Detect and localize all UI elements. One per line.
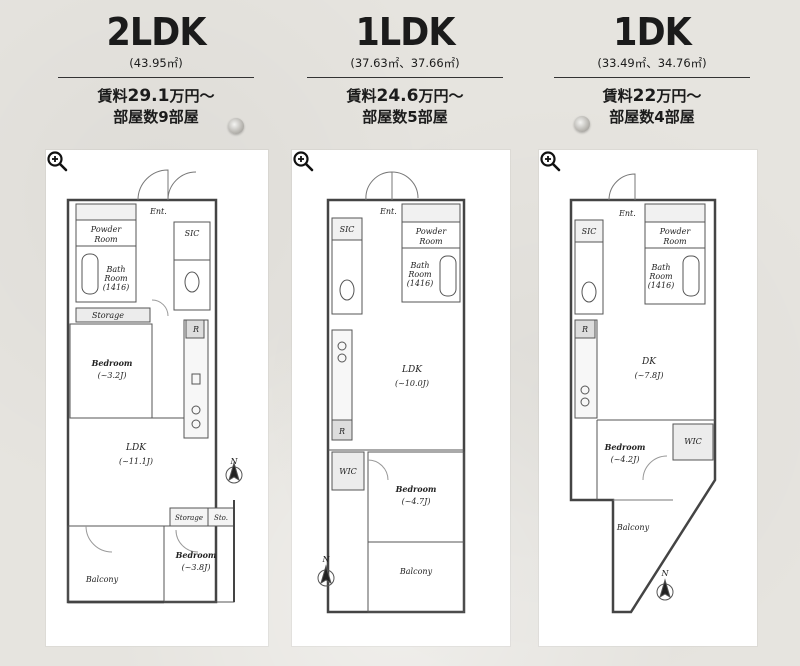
plan-area: (43.95㎡) [129, 56, 183, 70]
plan-room-count: 部屋数9部屋 [113, 108, 199, 126]
room-label: (~11.1J) [119, 457, 153, 466]
north-arrow-icon [656, 578, 674, 601]
plan-room-count: 部屋数5部屋 [362, 108, 448, 126]
room-label: Bedroom [175, 550, 217, 560]
plan-header-2ldk: 2LDK (43.95㎡) 賃料29.1万円～ 部屋数9部屋 [36, 0, 276, 128]
floorplan-1ldk: Ent. SIC Powder Room Bath Room (1416) LD… [317, 171, 466, 614]
floorplan-card-1ldk[interactable]: Ent. SIC Powder Room Bath Room (1416) LD… [292, 150, 510, 646]
room-label: WIC [339, 467, 357, 476]
room-label: Bedroom [604, 442, 646, 452]
room-label: R [338, 427, 345, 436]
compass-label: N [230, 457, 239, 466]
room-label: Room [648, 272, 673, 281]
plan-area: (33.49㎡、34.76㎡) [597, 56, 707, 70]
plan-rent: 賃料29.1万円～ [97, 86, 215, 106]
plan-type-title: 1LDK [355, 10, 455, 54]
room-label: Room [93, 235, 118, 244]
room-label: R [192, 325, 199, 334]
header-divider [58, 77, 254, 78]
plan-header-1ldk: 1LDK (37.63㎡、37.66㎡) 賃料24.6万円～ 部屋数5部屋 [285, 0, 525, 128]
north-arrow-icon [317, 564, 335, 587]
north-arrow-icon [225, 461, 243, 484]
plan-rent: 賃料22万円～ [602, 86, 702, 106]
room-label: Powder [415, 227, 448, 236]
room-label: Room [418, 237, 443, 246]
floorplan-card-1dk[interactable]: Ent. SIC Powder Room Bath Room (1416) R … [539, 150, 757, 646]
plan-room-count: 部屋数4部屋 [609, 108, 695, 126]
room-label: (~3.8J) [182, 563, 211, 572]
room-label: Bedroom [395, 484, 437, 494]
room-label: Storage [92, 311, 124, 320]
room-label: DK [641, 357, 657, 367]
room-label: Powder [90, 225, 123, 234]
plan-rent: 賃料24.6万円～ [346, 86, 464, 106]
room-label: SIC [340, 225, 355, 234]
room-label: SIC [185, 229, 200, 238]
room-label: Ent. [379, 207, 397, 216]
room-label: Storage [175, 514, 203, 522]
room-label: Ent. [618, 209, 636, 218]
wall-pin [574, 116, 590, 132]
room-label: Powder [659, 227, 692, 236]
plan-type-title: 1DK [613, 10, 692, 54]
floorplan-card-2ldk[interactable]: Ent. Powder Room SIC Bath Room (1416) St… [46, 150, 268, 646]
room-label: (~4.7J) [402, 497, 431, 506]
room-label: Room [103, 274, 128, 283]
wall-pin [228, 118, 244, 134]
room-label: Balcony [399, 567, 433, 576]
room-label: Room [407, 270, 432, 279]
zoom-in-icon[interactable] [46, 150, 68, 172]
header-divider [554, 77, 750, 78]
room-label: (~3.2J) [98, 371, 127, 380]
zoom-in-icon[interactable] [292, 150, 314, 172]
plan-header-1dk: 1DK (33.49㎡、34.76㎡) 賃料22万円～ 部屋数4部屋 [532, 0, 772, 128]
room-label: Ent. [149, 207, 167, 216]
room-label: Room [662, 237, 687, 246]
room-label: Bath [105, 265, 125, 274]
compass-label: N [322, 555, 331, 564]
room-label: LDK [401, 365, 423, 375]
room-label: (~10.0J) [395, 379, 429, 388]
room-label: Bedroom [91, 358, 133, 368]
room-label: Balcony [85, 575, 119, 584]
room-label: (~7.8J) [635, 371, 664, 380]
room-label: WIC [684, 437, 702, 446]
room-label: (~4.2J) [611, 455, 640, 464]
room-label: Bath [409, 261, 429, 270]
room-label: (1416) [407, 279, 434, 288]
plan-area: (37.63㎡、37.66㎡) [350, 56, 460, 70]
plan-type-title: 2LDK [106, 10, 206, 54]
zoom-in-icon[interactable] [539, 150, 561, 172]
room-label: Bath [650, 263, 670, 272]
compass-label: N [661, 569, 670, 578]
room-label: Balcony [616, 523, 650, 532]
room-label: (1416) [103, 283, 130, 292]
floorplan-2ldk: Ent. Powder Room SIC Bath Room (1416) St… [66, 169, 243, 604]
header-divider [307, 77, 503, 78]
room-label: R [581, 325, 588, 334]
room-label: SIC [582, 227, 597, 236]
room-label: LDK [125, 443, 147, 453]
floorplan-1dk: Ent. SIC Powder Room Bath Room (1416) R … [569, 173, 717, 614]
room-label: Sto. [214, 514, 228, 522]
room-label: (1416) [648, 281, 675, 290]
